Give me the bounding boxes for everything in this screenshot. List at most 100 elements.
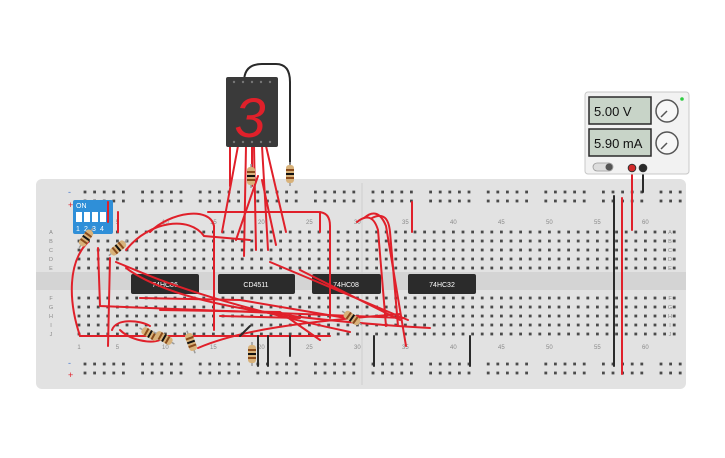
breadboard-hole[interactable]: [413, 248, 417, 252]
breadboard-hole[interactable]: [663, 266, 666, 270]
rail-hole[interactable]: [400, 371, 404, 375]
breadboard-hole[interactable]: [586, 239, 590, 243]
breadboard-hole[interactable]: [288, 296, 292, 300]
rail-hole[interactable]: [218, 371, 221, 375]
breadboard-hole[interactable]: [596, 332, 599, 336]
breadboard-hole[interactable]: [442, 296, 446, 300]
rail-hole[interactable]: [342, 371, 346, 375]
rail-hole[interactable]: [102, 362, 106, 366]
seven-segment-display[interactable]: 3: [226, 77, 278, 149]
breadboard-hole[interactable]: [490, 230, 494, 234]
breadboard-hole[interactable]: [308, 257, 311, 261]
breadboard-hole[interactable]: [317, 314, 321, 318]
breadboard-hole[interactable]: [173, 314, 177, 318]
breadboard-hole[interactable]: [96, 305, 100, 309]
breadboard-hole[interactable]: [615, 257, 618, 261]
breadboard-hole[interactable]: [202, 248, 206, 252]
breadboard-hole[interactable]: [509, 305, 513, 309]
breadboard-hole[interactable]: [672, 239, 676, 243]
breadboard-hole[interactable]: [404, 323, 407, 327]
resistor[interactable]: [286, 162, 294, 186]
rail-hole[interactable]: [515, 362, 519, 366]
breadboard-hole[interactable]: [423, 266, 426, 270]
breadboard-hole[interactable]: [663, 257, 666, 261]
rail-hole[interactable]: [390, 190, 394, 194]
breadboard-hole[interactable]: [183, 323, 186, 327]
breadboard-hole[interactable]: [279, 296, 282, 300]
breadboard-hole[interactable]: [509, 257, 513, 261]
breadboard-hole[interactable]: [615, 266, 618, 270]
breadboard-hole[interactable]: [605, 230, 609, 234]
rail-hole[interactable]: [544, 362, 548, 366]
rail-hole[interactable]: [323, 190, 327, 194]
chip-cd4511[interactable]: CD4511: [218, 274, 295, 294]
rail-hole[interactable]: [582, 199, 586, 203]
breadboard-hole[interactable]: [490, 314, 494, 318]
breadboard-hole[interactable]: [77, 266, 81, 270]
breadboard-hole[interactable]: [154, 257, 158, 261]
breadboard-hole[interactable]: [317, 248, 321, 252]
breadboard-hole[interactable]: [221, 305, 225, 309]
resistor[interactable]: [247, 164, 255, 188]
breadboard-hole[interactable]: [183, 239, 186, 243]
breadboard-hole[interactable]: [605, 332, 609, 336]
breadboard-hole[interactable]: [596, 257, 599, 261]
breadboard-hole[interactable]: [77, 314, 81, 318]
rail-hole[interactable]: [669, 362, 672, 366]
breadboard-hole[interactable]: [404, 305, 407, 309]
breadboard-hole[interactable]: [375, 239, 378, 243]
breadboard-hole[interactable]: [356, 305, 359, 309]
breadboard-hole[interactable]: [490, 248, 494, 252]
wire[interactable]: [107, 257, 111, 347]
breadboard-hole[interactable]: [519, 230, 522, 234]
breadboard-hole[interactable]: [173, 239, 177, 243]
resistor[interactable]: [106, 237, 130, 259]
rail-hole[interactable]: [640, 190, 644, 194]
breadboard-hole[interactable]: [624, 305, 628, 309]
rail-hole[interactable]: [429, 190, 432, 194]
breadboard-hole[interactable]: [528, 305, 532, 309]
rail-hole[interactable]: [554, 190, 557, 194]
breadboard-hole[interactable]: [500, 332, 503, 336]
dip-toggle-4[interactable]: [100, 212, 106, 222]
breadboard-hole[interactable]: [528, 239, 532, 243]
rail-hole[interactable]: [410, 190, 413, 194]
breadboard-hole[interactable]: [596, 248, 599, 252]
wire[interactable]: [363, 212, 407, 347]
breadboard-hole[interactable]: [173, 323, 177, 327]
rail-hole[interactable]: [208, 362, 212, 366]
breadboard-hole[interactable]: [413, 230, 417, 234]
rail-hole[interactable]: [381, 190, 384, 194]
breadboard-hole[interactable]: [452, 266, 455, 270]
rail-hole[interactable]: [323, 371, 327, 375]
breadboard-hole[interactable]: [144, 257, 148, 261]
rail-hole[interactable]: [582, 362, 586, 366]
breadboard-hole[interactable]: [356, 266, 359, 270]
breadboard-hole[interactable]: [279, 266, 282, 270]
breadboard-hole[interactable]: [336, 296, 340, 300]
breadboard-hole[interactable]: [116, 257, 119, 261]
breadboard-hole[interactable]: [192, 305, 196, 309]
breadboard-hole[interactable]: [317, 296, 321, 300]
rail-hole[interactable]: [438, 362, 442, 366]
breadboard-hole[interactable]: [586, 230, 590, 234]
breadboard-hole[interactable]: [183, 305, 186, 309]
rail-hole[interactable]: [486, 190, 490, 194]
rail-hole[interactable]: [448, 362, 452, 366]
breadboard-hole[interactable]: [519, 266, 522, 270]
rail-hole[interactable]: [563, 362, 567, 366]
breadboard-hole[interactable]: [260, 305, 263, 309]
rail-hole[interactable]: [486, 199, 490, 203]
rail-hole[interactable]: [515, 199, 519, 203]
breadboard-hole[interactable]: [548, 305, 551, 309]
breadboard-hole[interactable]: [125, 230, 129, 234]
breadboard-hole[interactable]: [87, 305, 90, 309]
rail-hole[interactable]: [525, 190, 528, 194]
breadboard-hole[interactable]: [471, 239, 474, 243]
breadboard-hole[interactable]: [653, 314, 657, 318]
rail-hole[interactable]: [640, 362, 644, 366]
breadboard-hole[interactable]: [384, 305, 388, 309]
breadboard-hole[interactable]: [192, 323, 196, 327]
breadboard-hole[interactable]: [346, 305, 350, 309]
